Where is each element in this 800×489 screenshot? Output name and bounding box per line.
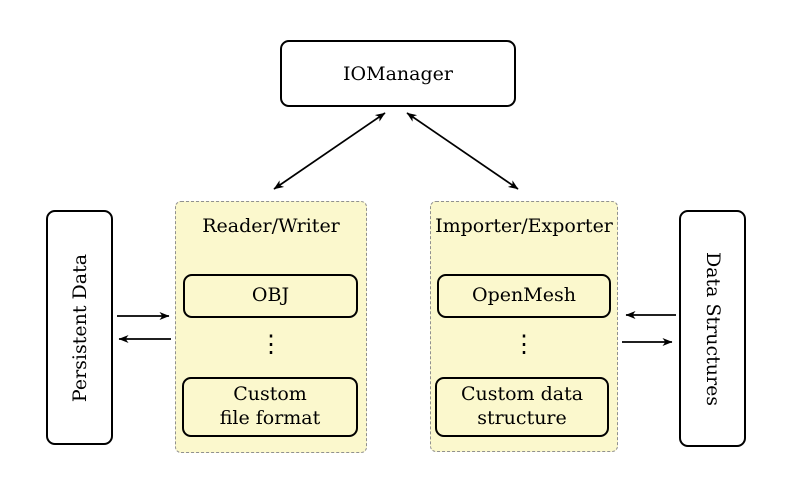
data-structures-node: Data Structures [679, 210, 746, 447]
reader-writer-panel: Reader/Writer OBJ ⋮ Custom file format [175, 201, 367, 453]
custom-file-format-line1: Custom [233, 383, 307, 406]
custom-data-structure-line2: structure [477, 407, 567, 429]
custom-file-format-line2: file format [219, 407, 321, 429]
obj-label: OBJ [251, 284, 290, 307]
persistent-data-node: Persistent Data [46, 210, 113, 445]
iomanager-node: IOManager [280, 40, 516, 107]
arrow-iomanager-importerexporter [406, 112, 519, 190]
custom-data-structure-line1: Custom data [460, 383, 584, 406]
importer-exporter-panel: Importer/Exporter OpenMesh ⋮ Custom data… [430, 201, 618, 452]
arrow-iomanager-readerwriter [273, 112, 386, 190]
openmesh-node: OpenMesh [437, 274, 611, 318]
importer-exporter-vdots: ⋮ [512, 330, 536, 358]
reader-writer-vdots: ⋮ [259, 330, 283, 358]
persistent-data-label: Persistent Data [68, 253, 91, 402]
iomanager-label: IOManager [343, 62, 453, 85]
reader-writer-title: Reader/Writer [202, 215, 340, 237]
custom-data-structure-node: Custom data structure [435, 377, 609, 437]
data-structures-label: Data Structures [701, 251, 724, 406]
obj-node: OBJ [183, 274, 358, 318]
importer-exporter-title: Importer/Exporter [435, 215, 613, 237]
custom-file-format-node: Custom file format [182, 377, 358, 437]
openmesh-label: OpenMesh [472, 284, 576, 307]
